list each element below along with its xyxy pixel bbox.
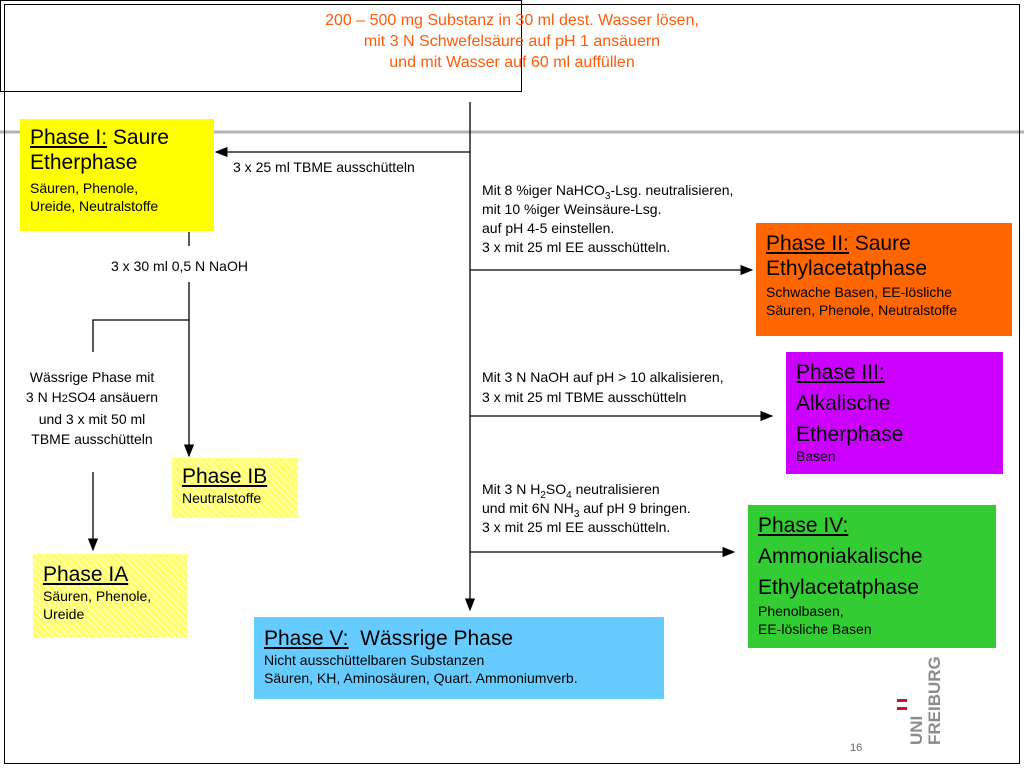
phase4-title: Phase IV:: [758, 513, 986, 538]
phase3-box: Phase III: Alkalische Etherphase Basen: [786, 352, 1003, 474]
phase1-title2: Etherphase: [30, 151, 138, 174]
step3-label: Mit 3 N NaOH auf pH > 10 alkalisieren, 3…: [482, 367, 724, 407]
aq-line-2: 3 N H2SO4 ansäuern: [6, 387, 178, 409]
phase5-desc2: Säuren, KH, Aminosäuren, Quart. Ammonium…: [264, 670, 578, 686]
phase4-desc2: EE-lösliche Basen: [758, 621, 872, 637]
phase2-title: Phase II: Saure: [766, 231, 1002, 256]
s4-line-1a: Mit 3 N H: [482, 481, 541, 497]
phase1-title-rest: Saure: [107, 126, 169, 149]
s4-line-1: Mit 3 N H2SO4 neutralisieren: [482, 480, 691, 501]
s4-line-1c: neutralisieren: [571, 481, 660, 497]
s4-line-2: und mit 6N NH3 auf pH 9 bringen.: [482, 499, 691, 520]
phase5-title: Phase V: Wässrige Phase: [264, 626, 654, 651]
s4-line-2a: und mit 6N NH: [482, 500, 574, 516]
phaseIB-label: Phase IB: [182, 465, 268, 488]
logo-red-bar-1: [897, 699, 907, 702]
branch-aqueous: [92, 319, 189, 352]
step-naoh-label: 3 x 30 ml 0,5 N NaOH: [111, 258, 248, 274]
phase1-desc2: Ureide, Neutralstoffe: [30, 198, 159, 214]
phase2-desc1: Schwache Basen, EE-lösliche: [766, 284, 952, 300]
phase2-box: Phase II: Saure Ethylacetatphase Schwach…: [756, 223, 1012, 336]
s4-line-1-sub2: 4: [566, 489, 572, 501]
aq-line-2a: 3 N H: [25, 389, 62, 405]
aq-line-4: TBME ausschütteln: [31, 431, 153, 447]
phase2-title-rest: Saure: [848, 232, 911, 255]
logo-text-uni: UNI: [907, 715, 926, 745]
s2-line-2: mit 10 %iger Weinsäure-Lsg.: [482, 201, 662, 217]
phase4-label: Phase IV:: [758, 514, 849, 537]
s4-line-2-sub: 3: [573, 508, 580, 520]
phase4-box: Phase IV: Ammoniakalische Ethylacetatpha…: [748, 505, 996, 648]
university-logo: UNI FREIBURG: [897, 655, 945, 745]
start-line-1: 200 – 500 mg Substanz in 30 ml dest. Was…: [325, 12, 699, 29]
step-tbme-label: 3 x 25 ml TBME ausschütteln: [233, 159, 415, 175]
s2-line-1-sub: 3: [604, 190, 611, 202]
aq-line-1: Wässrige Phase mit: [29, 369, 155, 385]
s2-line-1b: -Lsg. neutralisieren,: [610, 182, 734, 198]
phaseIA-box: Phase IA Säuren, Phenole, Ureide: [33, 554, 187, 638]
phase2-title2: Ethylacetatphase: [766, 257, 928, 280]
phase5-title-rest: Wässrige Phase: [348, 627, 514, 650]
page-number: 16: [850, 742, 863, 754]
phase3-desc1: Basen: [796, 448, 836, 464]
aq-line-3: und 3 x mit 50 ml: [38, 411, 146, 427]
phase3-title: Phase III:: [796, 360, 993, 385]
phase1-label: Phase I:: [30, 126, 108, 149]
step-aqueous-label: Wässrige Phase mit 3 N H2SO4 ansäuern un…: [6, 367, 178, 449]
phase3-label: Phase III:: [796, 361, 885, 384]
start-line-3: und mit Wasser auf 60 ml auffüllen: [389, 54, 635, 71]
phase4-title3: Ethylacetatphase: [758, 576, 920, 599]
phase5-desc1: Nicht ausschüttelbaren Substanzen: [264, 652, 485, 668]
step2-label: Mit 8 %iger NaHCO3-Lsg. neutralisieren, …: [482, 181, 733, 257]
s3-line-2: 3 x mit 25 ml TBME ausschütteln: [482, 389, 687, 405]
logo-red-bar-2: [897, 707, 907, 710]
phase1-box: Phase I: Saure Etherphase Säuren, Phenol…: [20, 119, 214, 231]
phase5-box: Phase V: Wässrige Phase Nicht ausschütte…: [254, 617, 664, 699]
phase3-title2: Alkalische: [796, 392, 891, 415]
start-box-inner: 200 – 500 mg Substanz in 30 ml dest. Was…: [4, 4, 1020, 764]
phaseIB-title: Phase IB: [182, 464, 288, 489]
aq-line-2b: SO4 ansäuern: [67, 389, 159, 405]
logo-text-freiburg: FREIBURG: [925, 656, 944, 745]
s2-line-3: auf pH 4-5 einstellen.: [482, 220, 615, 236]
phaseIB-box: Phase IB Neutralstoffe: [172, 458, 298, 518]
phase1-desc1: Säuren, Phenole,: [30, 180, 139, 196]
s2-line-4: 3 x mit 25 ml EE ausschütteln.: [482, 239, 671, 255]
aq-line-2-sub: 2: [61, 393, 68, 405]
s2-line-1: Mit 8 %iger NaHCO3-Lsg. neutralisieren,: [482, 181, 734, 202]
start-line-2: mit 3 N Schwefelsäure auf pH 1 ansäuern: [363, 33, 661, 50]
phase4-title2: Ammoniakalische: [758, 545, 923, 568]
phase2-label: Phase II:: [766, 232, 849, 255]
phaseIA-desc1: Säuren, Phenole,: [43, 588, 152, 604]
phaseIA-label: Phase IA: [43, 563, 129, 586]
phaseIA-desc2: Ureide: [43, 606, 85, 622]
s3-line-1: Mit 3 N NaOH auf pH > 10 alkalisieren,: [482, 369, 724, 385]
s4-line-2b: auf pH 9 bringen.: [579, 500, 691, 516]
phase2-desc2: Säuren, Phenole, Neutralstoffe: [766, 302, 958, 318]
s2-line-1a: Mit 8 %iger NaHCO: [482, 182, 605, 198]
phase5-label: Phase V:: [264, 627, 349, 650]
phase4-desc1: Phenolbasen,: [758, 603, 844, 619]
phaseIA-title: Phase IA: [43, 562, 177, 587]
s4-line-1-sub1: 2: [540, 489, 546, 501]
phase1-title: Phase I: Saure: [30, 125, 204, 150]
step4-label: Mit 3 N H2SO4 neutralisieren und mit 6N …: [482, 480, 691, 537]
s4-line-1b: SO: [545, 481, 567, 497]
phase3-title3: Etherphase: [796, 423, 904, 446]
phaseIB-desc1: Neutralstoffe: [182, 490, 262, 506]
s4-line-3: 3 x mit 25 ml EE ausschütteln.: [482, 519, 671, 535]
